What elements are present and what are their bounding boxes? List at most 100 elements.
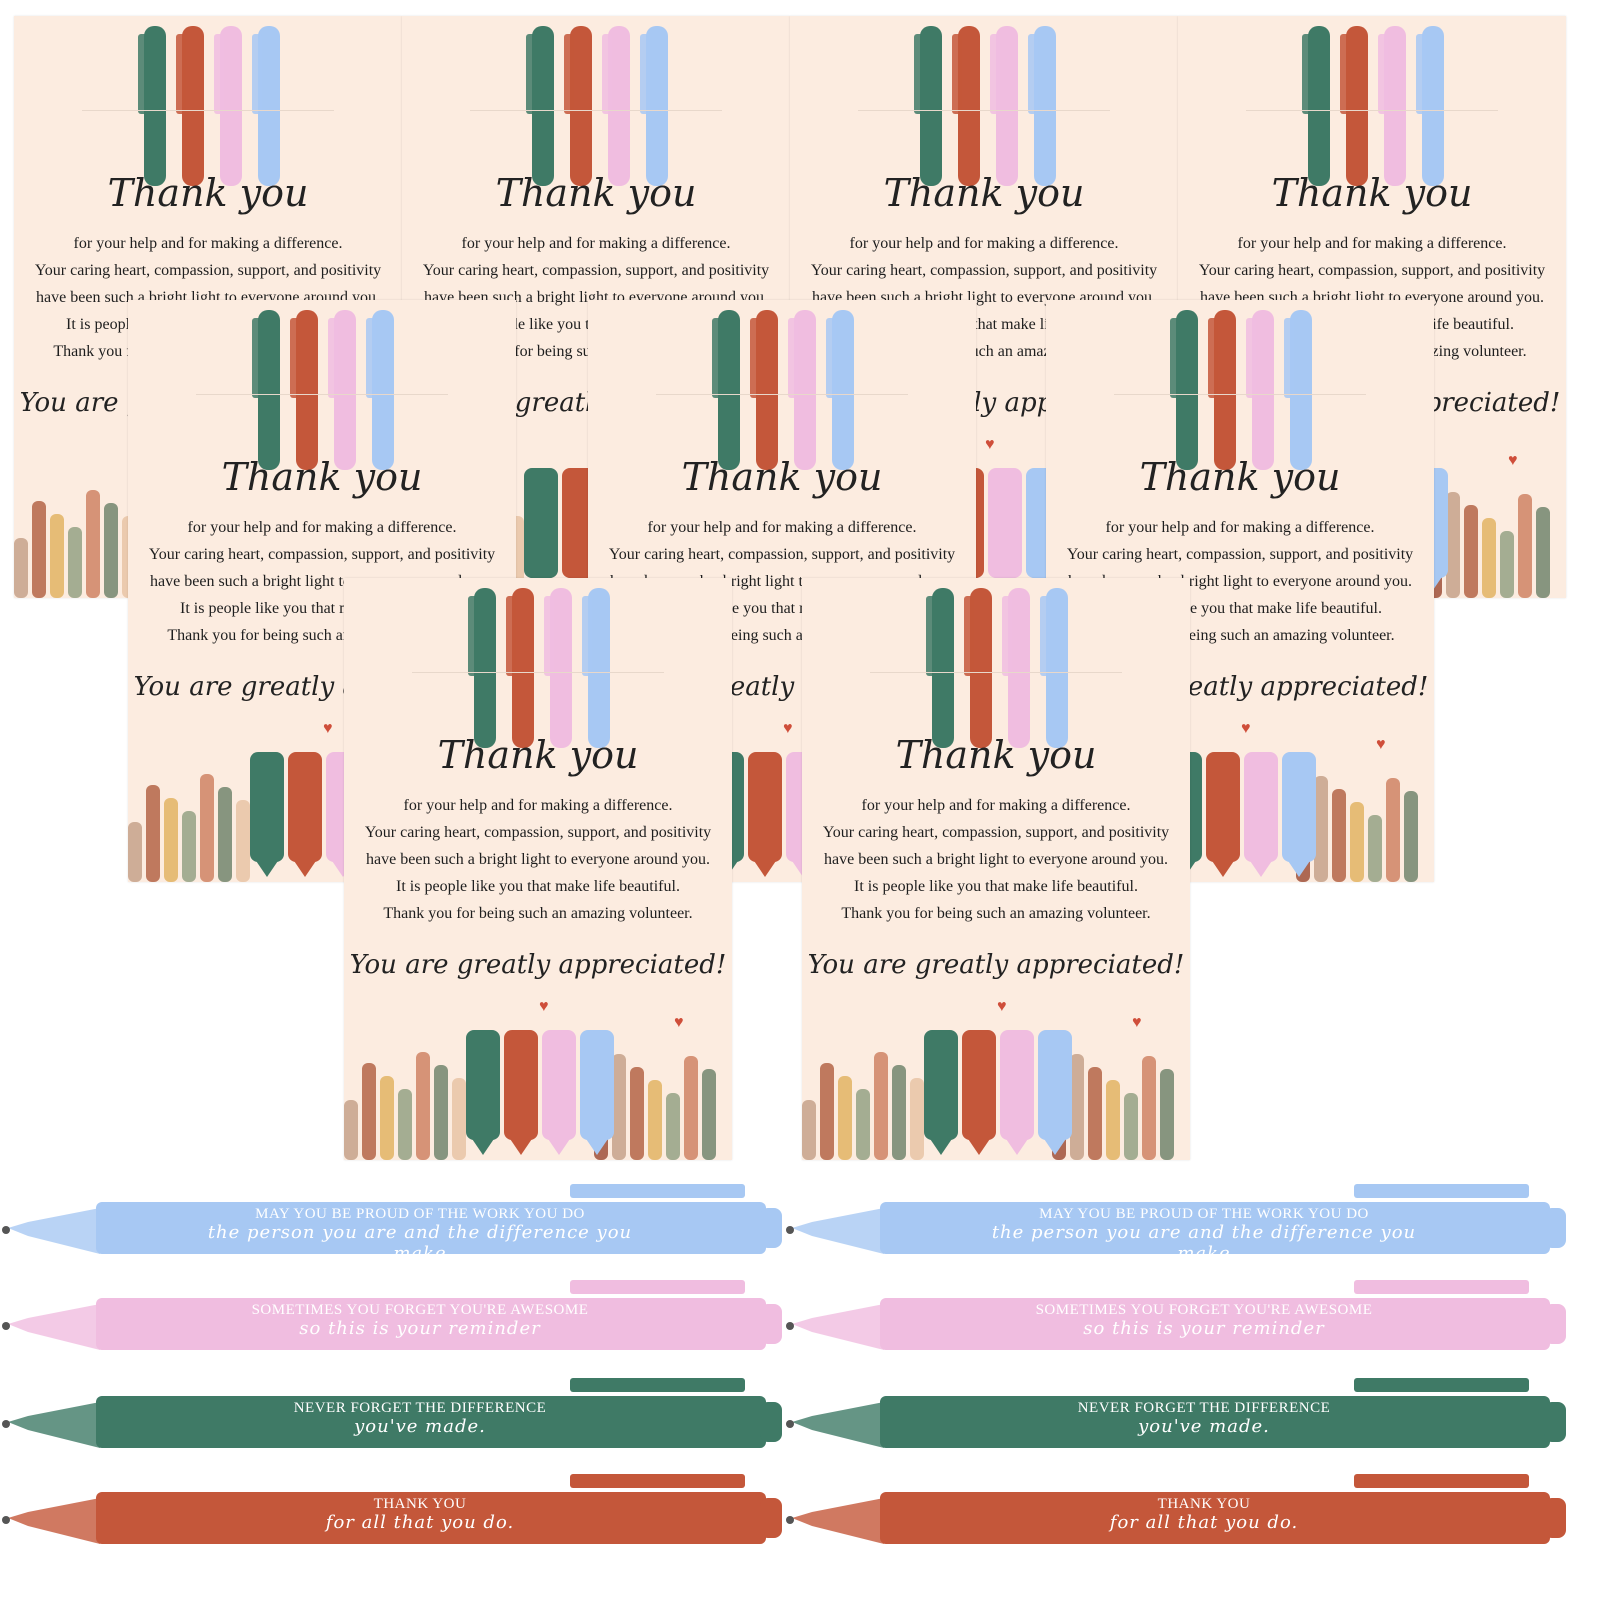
hand-shape: [416, 1052, 430, 1160]
pen-clip: [214, 34, 224, 114]
card-line: for your help and for making a differenc…: [1105, 519, 1375, 536]
pen-tip: [466, 1030, 500, 1140]
pen-clip: [366, 318, 376, 398]
card-divider: [470, 110, 722, 111]
card-closing: You are greatly appreciated!: [807, 950, 1185, 980]
pen-barrel: [756, 310, 778, 470]
pen-clip: [1246, 318, 1256, 398]
card-line: Your caring heart, compassion, support, …: [1066, 546, 1414, 563]
pen-plunger: [1544, 1402, 1566, 1442]
pen-clip: [750, 318, 760, 398]
card-message: for your help and for making a differenc…: [344, 792, 732, 927]
hand-shape: [146, 785, 160, 882]
heart-icon: ♥: [985, 436, 995, 453]
pen-clip: [1284, 318, 1294, 398]
hand-shape: [164, 798, 178, 882]
pen-ballpoint: [786, 1226, 794, 1234]
hand-shape: [452, 1078, 466, 1160]
card-pens-top: [926, 588, 1068, 748]
card-line: Your caring heart, compassion, support, …: [34, 262, 382, 279]
pen-quote-line1: NEVER FORGET THE DIFFERENCE: [1077, 1400, 1331, 1416]
pen-barrel: [296, 310, 318, 470]
pen-tip: [524, 468, 558, 578]
pen-quote-line2: you've made.: [354, 1416, 486, 1437]
hand-shape: [68, 527, 82, 598]
pen-plunger: [1544, 1304, 1566, 1344]
hand-shape: [838, 1076, 852, 1160]
pen-clip: [1170, 318, 1180, 398]
pen-point: [250, 852, 284, 877]
pen-point: [1282, 852, 1316, 877]
hand-shape: [802, 1100, 816, 1160]
pen-barrel: [1290, 310, 1312, 470]
hand-shape: [1404, 791, 1418, 882]
pen-barrel: [996, 26, 1018, 186]
pen-quote-line2: you've made.: [1138, 1416, 1270, 1437]
card-line: for your help and for making a differenc…: [461, 235, 731, 252]
pen-tip: [504, 1030, 538, 1140]
pen-ballpoint: [786, 1322, 794, 1330]
pen-barrel: [932, 588, 954, 748]
pen-quote-line2: for all that you do.: [1109, 1512, 1299, 1533]
card-line: Your caring heart, compassion, support, …: [810, 262, 1158, 279]
pen-tip: [1206, 752, 1240, 862]
card-divider: [870, 672, 1122, 673]
pen-tip: [288, 752, 322, 862]
hand-shape: [1482, 518, 1496, 598]
pen-quote-line2: so this is your reminder: [1083, 1318, 1325, 1339]
card-heading: Thank you: [495, 171, 697, 215]
pen-barrel: [474, 588, 496, 748]
pen-point: [542, 1130, 576, 1155]
heart-icon: ♥: [539, 998, 549, 1015]
card-line: for your help and for making a differenc…: [647, 519, 917, 536]
pen-clip: [1002, 596, 1012, 676]
pen-clip: [544, 596, 554, 676]
hand-shape: [1070, 1054, 1084, 1160]
pen-clip: [964, 596, 974, 676]
pen-barrel: [96, 1396, 766, 1448]
pen-clip: [252, 34, 262, 114]
pen-barrel: [96, 1492, 766, 1544]
card-divider: [1246, 110, 1498, 111]
pen-point: [504, 1130, 538, 1155]
heart-icon: ♥: [1241, 720, 1251, 737]
card-line: Your caring heart, compassion, support, …: [364, 824, 712, 841]
hand-shape: [666, 1093, 680, 1160]
card-divider: [196, 394, 448, 395]
pen-barrel: [512, 588, 534, 748]
hand-shape: [1536, 507, 1550, 598]
pen-clip: [176, 34, 186, 114]
pen-clip: [506, 596, 516, 676]
card-heading: Thank you: [681, 455, 883, 499]
card-line: for your help and for making a differenc…: [403, 797, 673, 814]
pen-barrel: [1252, 310, 1274, 470]
pen-barrel: [182, 26, 204, 186]
hand-shape: [50, 514, 64, 598]
hand-shape: [1106, 1080, 1120, 1160]
pen-nose: [792, 1304, 884, 1350]
pen-quote-line1: THANK YOU: [373, 1496, 467, 1512]
hand-shape: [200, 774, 214, 882]
pen-tip: [1244, 752, 1278, 862]
pen-barrel: [1422, 26, 1444, 186]
card-pens-top: [252, 310, 394, 470]
hand-shape: [630, 1067, 644, 1160]
pen-quote-line1: THANK YOU: [1157, 1496, 1251, 1512]
pen-quote-line1: SOMETIMES YOU FORGET YOU'RE AWESOME: [1035, 1302, 1373, 1318]
raised-hands-illustration: [802, 1030, 1174, 1160]
heart-icon: ♥: [1376, 736, 1386, 753]
pen-barrel: [1176, 310, 1198, 470]
hand-shape: [874, 1052, 888, 1160]
hand-shape: [820, 1063, 834, 1160]
pen-clip: [328, 318, 338, 398]
pen-point: [1000, 1130, 1034, 1155]
pen-barrel: [880, 1202, 1550, 1254]
pen-plunger: [760, 1208, 782, 1248]
hand-shape: [398, 1089, 412, 1160]
card-line: It is people like you that make life bea…: [854, 878, 1138, 895]
pen-barrel: [550, 588, 572, 748]
hand-shape: [434, 1065, 448, 1160]
pen-barrel: [718, 310, 740, 470]
